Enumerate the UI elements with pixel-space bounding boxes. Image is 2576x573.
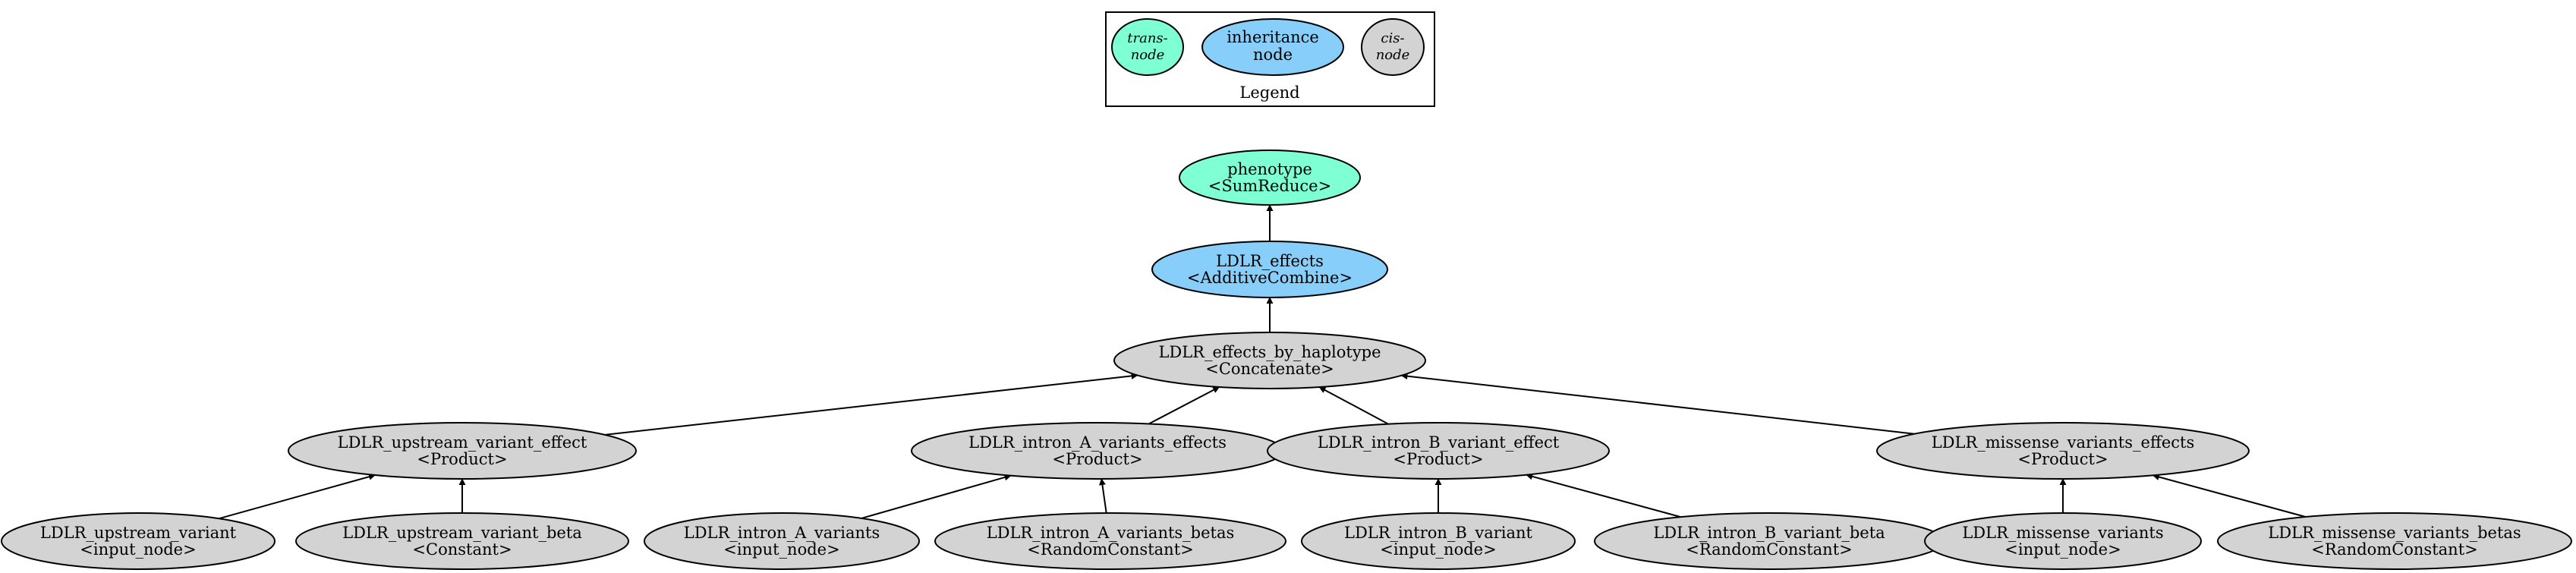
edge-up_var-to-up_eff — [219, 473, 376, 520]
legend-item-trans: trans- node — [1111, 18, 1184, 76]
node-mis_var-shape — [1924, 512, 2202, 570]
node-mis_var-name: LDLR_missense_variants — [1962, 524, 2163, 542]
edge-intA_var-to-intA_eff — [861, 474, 1012, 519]
edge-mis_eff-to-hap — [1400, 373, 1915, 435]
node-mis_eff: LDLR_missense_variants_effects<Product> — [1876, 422, 2250, 480]
node-intB_beta-name: LDLR_intron_B_variant_beta — [1653, 524, 1885, 542]
node-intA_var: LDLR_intron_A_variants<input_node> — [644, 512, 920, 570]
node-up_eff-type: <Product> — [417, 450, 507, 468]
node-up_beta-type: <Constant> — [412, 540, 512, 559]
node-up_eff-shape — [288, 422, 637, 480]
node-up_eff: LDLR_upstream_variant_effect<Product> — [288, 422, 637, 480]
node-intA_var-name: LDLR_intron_A_variants — [684, 524, 880, 542]
node-intA_eff: LDLR_intron_A_variants_effects<Product> — [911, 422, 1284, 480]
legend-inheritance-swatch — [1201, 18, 1344, 76]
node-ldlr_effects-name: LDLR_effects — [1216, 252, 1324, 270]
node-mis_eff-type: <Product> — [2017, 450, 2108, 468]
node-ldlr_effects: LDLR_effects<AdditiveCombine> — [1151, 241, 1388, 298]
node-mis_beta-shape — [2217, 512, 2572, 570]
node-intA_eff-type: <Product> — [1052, 450, 1142, 468]
node-up_beta: LDLR_upstream_variant_beta<Constant> — [295, 512, 629, 570]
edge-intB_eff-to-hap — [1318, 386, 1389, 425]
legend-inheritance-line1: inheritance — [1227, 28, 1319, 46]
legend-item-inheritance: inheritance node — [1201, 18, 1344, 76]
legend-cis-line1: cis- — [1381, 30, 1404, 46]
legend-cis-line2: node — [1376, 47, 1410, 63]
edge-mis_beta-to-mis_eff — [2152, 474, 2306, 518]
node-intA_beta-type: <RandomConstant> — [1027, 540, 1193, 559]
node-intB_eff-name: LDLR_intron_B_variant_effect — [1318, 433, 1560, 452]
legend-title: Legend — [1239, 83, 1299, 102]
node-intB_beta-type: <RandomConstant> — [1686, 540, 1852, 559]
node-phenotype: phenotype<SumReduce> — [1179, 150, 1361, 206]
node-mis_eff-name: LDLR_missense_variants_effects — [1932, 433, 2195, 452]
node-mis_eff-shape — [1876, 422, 2250, 480]
node-up_eff-name: LDLR_upstream_variant_effect — [338, 433, 587, 452]
edge-intB_beta-to-intB_eff — [1526, 473, 1681, 518]
edge-intA_eff-to-hap — [1148, 386, 1220, 425]
nodes: phenotype<SumReduce> LDLR_effects<Additiv… — [1, 150, 2572, 570]
node-ldlr_effects-type: <AdditiveCombine> — [1187, 269, 1353, 287]
node-phenotype-shape — [1179, 150, 1361, 206]
edges — [219, 204, 2306, 520]
node-up_var-name: LDLR_upstream_variant — [40, 524, 237, 542]
node-hap-name: LDLR_effects_by_haplotype — [1158, 343, 1381, 361]
node-hap-type: <Concatenate> — [1205, 360, 1334, 378]
node-intB_var-name: LDLR_intron_B_variant — [1344, 524, 1533, 542]
node-mis_beta-type: <RandomConstant> — [2311, 540, 2477, 559]
node-hap-shape — [1113, 332, 1426, 389]
node-up_var: LDLR_upstream_variant<input_node> — [1, 512, 276, 570]
edge-up_eff-to-hap — [605, 372, 1138, 436]
legend-trans-line1: trans- — [1127, 30, 1167, 46]
legend-item-cis: cis- node — [1361, 18, 1425, 76]
node-intB_eff-type: <Product> — [1393, 450, 1483, 468]
node-up_beta-shape — [295, 512, 629, 570]
node-intA_beta-name: LDLR_intron_A_variants_betas — [987, 524, 1235, 542]
node-mis_var-type: <input_node> — [2004, 540, 2121, 559]
node-intB_var: LDLR_intron_B_variant<input_node> — [1301, 512, 1576, 570]
node-mis_beta: LDLR_missense_variants_betas<RandomConst… — [2217, 512, 2572, 570]
node-ldlr_effects-shape — [1151, 241, 1388, 298]
node-intA_var-shape — [644, 512, 920, 570]
node-up_beta-name: LDLR_upstream_variant_beta — [342, 524, 582, 542]
edge-intA_beta-to-intA_eff — [1098, 478, 1107, 514]
legend-trans-swatch — [1111, 18, 1184, 76]
node-intB_beta: LDLR_intron_B_variant_beta<RandomConstan… — [1594, 512, 1945, 570]
node-intA_beta-shape — [934, 512, 1286, 570]
node-phenotype-type: <SumReduce> — [1208, 177, 1331, 195]
node-hap: LDLR_effects_by_haplotype<Concatenate> — [1113, 332, 1426, 389]
node-mis_var: LDLR_missense_variants<input_node> — [1924, 512, 2202, 570]
node-up_var-shape — [1, 512, 276, 570]
node-up_var-type: <input_node> — [80, 540, 196, 559]
legend-trans-line2: node — [1131, 47, 1165, 63]
legend-cis-swatch — [1361, 18, 1425, 76]
legend: trans- node inheritance node cis- node L… — [1105, 11, 1435, 107]
node-intB_eff: LDLR_intron_B_variant_effect<Product> — [1267, 422, 1610, 480]
node-intA_eff-name: LDLR_intron_A_variants_effects — [968, 433, 1227, 452]
node-intB_var-type: <input_node> — [1380, 540, 1496, 559]
node-mis_beta-name: LDLR_missense_variants_betas — [2268, 524, 2521, 542]
node-intA_var-type: <input_node> — [723, 540, 839, 559]
node-intA_beta: LDLR_intron_A_variants_betas<RandomConst… — [934, 512, 1286, 570]
node-phenotype-name: phenotype — [1227, 160, 1312, 178]
node-intB_eff-shape — [1267, 422, 1610, 480]
legend-inheritance-line2: node — [1253, 46, 1293, 64]
node-intB_var-shape — [1301, 512, 1576, 570]
